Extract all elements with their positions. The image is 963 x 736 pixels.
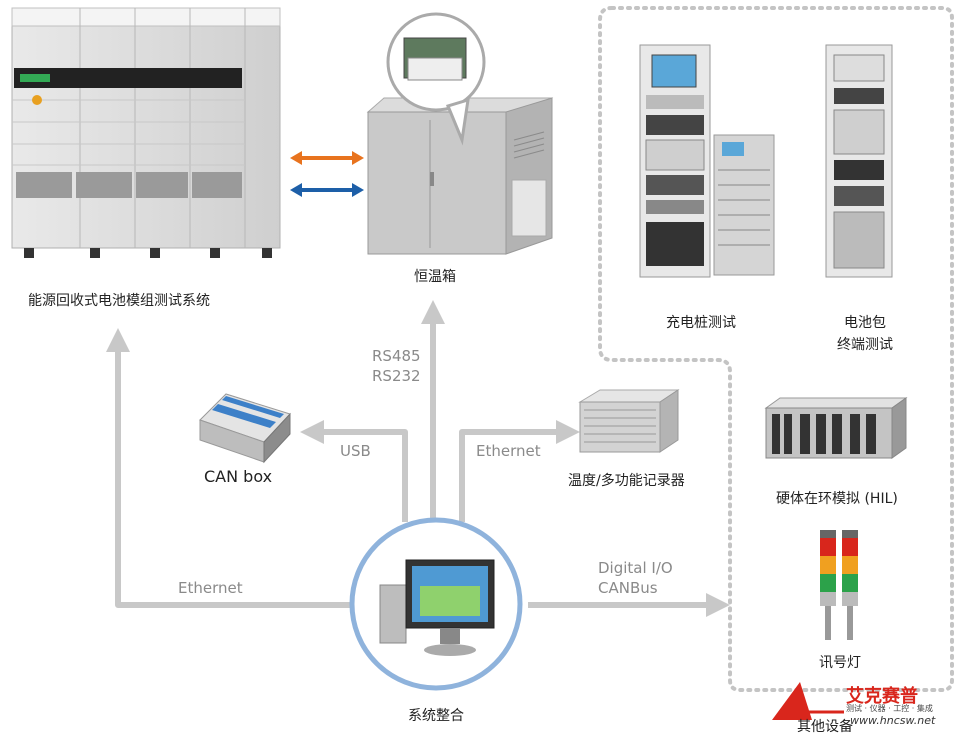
charger-test-rack-image (639, 44, 775, 278)
signal-light-label: 讯号灯 (819, 655, 861, 671)
digital-io-label: Digital I/O (598, 559, 673, 577)
hil-label: 硬体在环模拟 (HIL) (776, 491, 898, 507)
signal-tower-image (820, 530, 858, 640)
battery-pack-label-line2: 终端测试 (837, 337, 893, 353)
can-box-label: CAN box (204, 467, 273, 486)
watermark-brand: 艾克赛普 (846, 686, 918, 707)
ethernet-left-label: Ethernet (178, 579, 243, 597)
orange-arrow (290, 151, 364, 165)
canbus-label: CANBus (598, 579, 658, 597)
system-integration-label: 系统整合 (408, 708, 464, 724)
ethernet-right-label: Ethernet (476, 442, 541, 460)
usb-label: USB (340, 442, 371, 460)
ethernet-to-recorder (459, 420, 580, 522)
blue-arrow (290, 183, 364, 197)
battery-test-cabinet-image (11, 7, 281, 258)
energy-system-label: 能源回收式电池模组测试系统 (28, 293, 210, 309)
other-devices-region (598, 6, 954, 692)
recorder-label: 温度/多功能记录器 (568, 473, 685, 489)
other-devices-label: 其他设备 (797, 719, 853, 735)
can-box-image (199, 393, 291, 464)
battery-pack-label-line1: 电池包 (844, 315, 886, 331)
thermal-chamber-image (366, 12, 554, 255)
chamber-label: 恒温箱 (414, 269, 456, 285)
ethernet-to-energy-system (106, 328, 350, 608)
recorder-image (578, 389, 680, 453)
battery-pack-test-rack-image (825, 44, 893, 278)
hil-chassis-image (764, 397, 908, 459)
watermark-logo (772, 682, 844, 720)
usb-to-canbox (300, 420, 408, 522)
rs232-label: RS232 (372, 367, 421, 385)
watermark-url: www.hncsw.net (850, 714, 936, 727)
watermark-tagline: 测试 · 仪器 · 工控 · 集成 (846, 704, 933, 713)
rs485-label: RS485 (372, 347, 421, 365)
system-integration-hub (349, 517, 523, 691)
charger-test-label: 充电桩测试 (666, 315, 736, 331)
